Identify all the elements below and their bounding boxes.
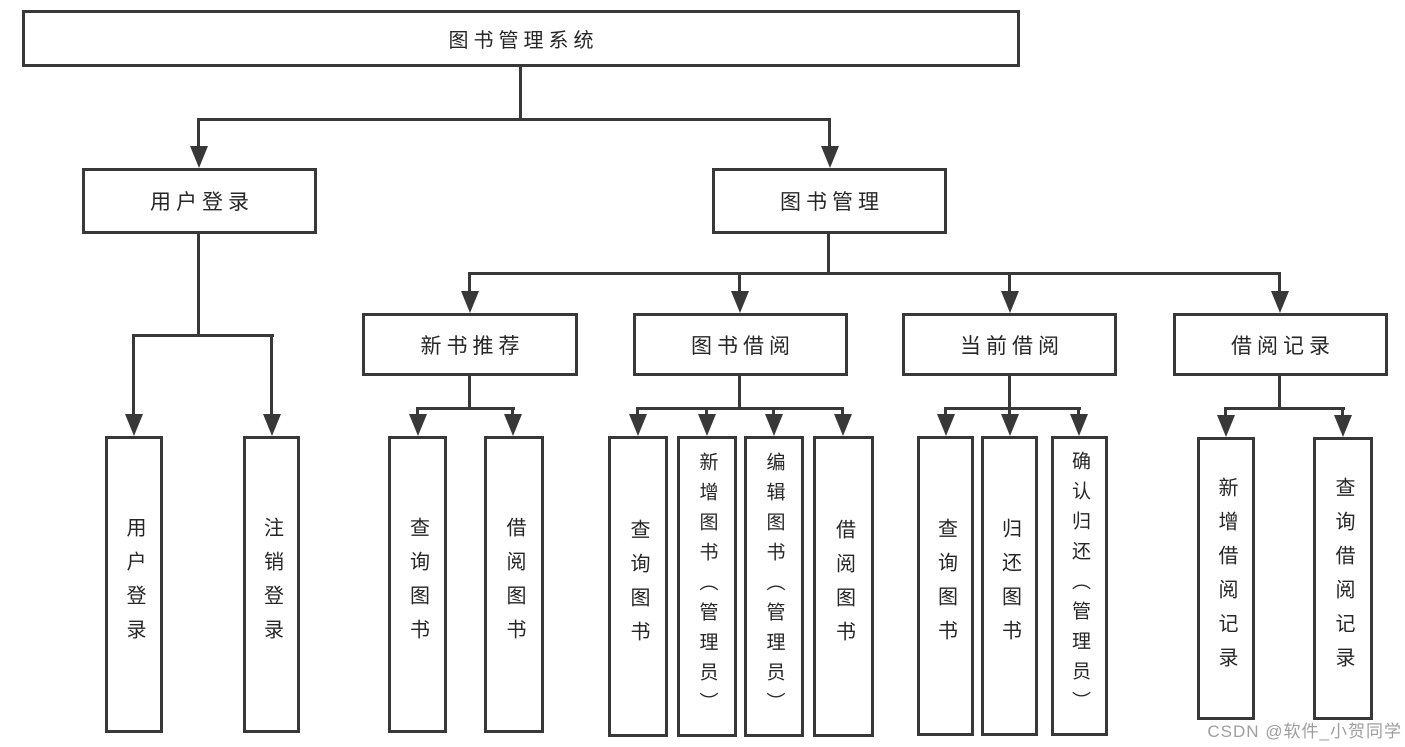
leaf-confirm-return-admin: 确认归还（管理员） — [1051, 436, 1108, 736]
arrowhead-down-icon — [636, 407, 639, 414]
node-label: 图书管理系统 — [448, 30, 599, 52]
node-label: 新增借阅记录 — [1215, 476, 1237, 681]
arrowhead-down-icon — [1278, 272, 1281, 291]
node-label: 确认归还（管理员） — [1069, 451, 1090, 721]
arrowhead-down-icon — [772, 407, 775, 414]
connector-user-login-rail — [132, 334, 274, 337]
arrowhead-down-icon — [1008, 407, 1011, 414]
csdn-watermark: CSDN @软件_小贺同学 — [1207, 722, 1402, 741]
connector-root-riser — [519, 67, 522, 120]
node-label: 查询图书 — [406, 516, 429, 653]
arrowhead-down-icon — [828, 118, 831, 146]
node-borrowing-records: 借阅记录 — [1173, 313, 1388, 376]
leaf-edit-books-admin: 编辑图书（管理员） — [744, 436, 804, 737]
node-current-borrowing: 当前借阅 — [902, 313, 1117, 376]
node-label: 图书借阅 — [691, 334, 795, 358]
node-new-book-recommendation: 新书推荐 — [362, 313, 578, 376]
connector-new-book-riser — [468, 376, 471, 410]
connector-user-login-riser — [197, 234, 200, 337]
node-library-management-system: 图书管理系统 — [22, 10, 1020, 67]
node-label: 新书推荐 — [420, 334, 525, 358]
node-label: 当前借阅 — [960, 334, 1064, 358]
leaf-add-borrow-record: 新增借阅记录 — [1197, 437, 1255, 720]
connector-current-borrow-riser — [1008, 376, 1011, 410]
arrowhead-down-icon — [738, 272, 741, 291]
connector-current-borrow-rail — [944, 407, 1081, 410]
arrowhead-down-icon — [270, 334, 273, 414]
arrowhead-down-icon — [416, 407, 419, 414]
connector-book-borrow-rail — [636, 407, 844, 410]
node-label: 借阅记录 — [1231, 334, 1335, 358]
connector-new-book-rail — [416, 407, 515, 410]
connector-borrow-record-riser — [1278, 376, 1281, 410]
node-label: 查询借阅记录 — [1332, 476, 1354, 681]
node-label: 编辑图书（管理员） — [763, 451, 785, 722]
leaf-query-books-current: 查询图书 — [917, 436, 974, 736]
leaf-query-borrow-record: 查询借阅记录 — [1313, 437, 1373, 720]
node-label: 用户登录 — [150, 191, 254, 214]
node-label: 注销登录 — [260, 516, 283, 653]
leaf-add-books-admin: 新增图书（管理员） — [677, 436, 737, 737]
arrowhead-down-icon — [511, 407, 514, 414]
node-label: 查询图书 — [627, 518, 649, 655]
arrowhead-down-icon — [468, 272, 471, 291]
node-label: 借阅图书 — [503, 516, 525, 653]
leaf-query-books-recommend: 查询图书 — [388, 436, 447, 733]
node-user-login: 用户登录 — [82, 168, 317, 234]
node-label: 图书管理 — [780, 191, 884, 214]
connector-book-mgmt-riser — [827, 232, 830, 275]
node-book-management: 图书管理 — [712, 168, 947, 234]
leaf-borrow-books: 借阅图书 — [813, 436, 874, 737]
node-label: 新增图书（管理员） — [696, 451, 718, 722]
arrowhead-down-icon — [1224, 407, 1227, 415]
node-label: 用户登录 — [123, 516, 145, 653]
arrowhead-down-icon — [197, 118, 200, 146]
connector-level2-rail — [197, 118, 831, 121]
arrowhead-down-icon — [1341, 407, 1344, 415]
connector-book-borrow-riser — [738, 376, 741, 410]
leaf-query-books-borrow: 查询图书 — [608, 436, 668, 737]
arrowhead-down-icon — [132, 334, 135, 414]
arrowhead-down-icon — [841, 407, 844, 414]
node-label: 借阅图书 — [832, 518, 855, 655]
arrowhead-down-icon — [944, 407, 947, 414]
node-book-borrowing: 图书借阅 — [633, 313, 848, 376]
leaf-user-login: 用户登录 — [105, 436, 163, 733]
leaf-return-books: 归还图书 — [981, 436, 1038, 736]
node-label: 查询图书 — [934, 518, 957, 654]
connector-borrow-record-rail — [1224, 407, 1345, 410]
arrowhead-down-icon — [1077, 407, 1080, 414]
node-label: 归还图书 — [998, 518, 1021, 654]
leaf-logout: 注销登录 — [243, 436, 300, 733]
arrowhead-down-icon — [1008, 272, 1011, 291]
connector-level3-rail — [468, 272, 1281, 275]
leaf-borrow-books-recommend: 借阅图书 — [484, 436, 544, 733]
arrowhead-down-icon — [705, 407, 708, 414]
